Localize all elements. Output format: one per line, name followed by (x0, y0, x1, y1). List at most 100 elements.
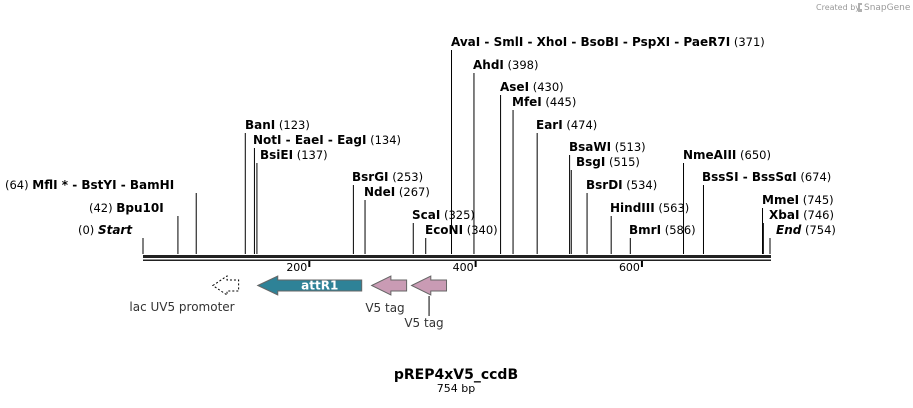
site-label: HindIII (563) (610, 201, 689, 215)
site-label: BsiEI (137) (260, 148, 328, 162)
enzyme-name: EagI (337, 133, 366, 147)
site-position: (340) (467, 223, 498, 237)
site-label: NdeI (267) (364, 185, 430, 199)
enzyme-name: MmeI (762, 193, 799, 207)
scale-tick-label: 400 (453, 261, 474, 274)
enzyme-name: BssSαI (752, 170, 797, 184)
snapgene-logo-icon (858, 3, 862, 12)
site-label: BssSI - BssSαI (674) (702, 170, 831, 184)
feature-arrow (211, 275, 240, 296)
enzyme-name: BsgI (576, 155, 605, 169)
site-position: (134) (370, 133, 401, 147)
map-title: pREP4xV5_ccdB (394, 367, 518, 383)
enzyme-name: PspXI (632, 35, 670, 49)
enzyme-name: BsrDI (586, 178, 623, 192)
credit-text: Created by (816, 3, 860, 12)
site-label: BsaWI (513) (569, 140, 646, 154)
enzyme-name: BsaWI (569, 140, 611, 154)
site-position: (563) (658, 201, 689, 215)
enzyme-name: BssSI (702, 170, 739, 184)
site-label: MfeI (445) (512, 95, 576, 109)
enzyme-name: MflI * (32, 178, 68, 192)
enzyme-name: BmrI (629, 223, 661, 237)
enzyme-name: EaeI (295, 133, 324, 147)
site-position: (253) (392, 170, 423, 184)
site-label: End (754) (776, 223, 836, 237)
site-label: AhdI (398) (473, 58, 538, 72)
enzyme-name: NdeI (364, 185, 395, 199)
enzyme-name: ScaI (412, 208, 440, 222)
map-length: 754 bp (437, 382, 475, 395)
site-label: XbaI (746) (769, 208, 834, 222)
scale-tick-label: 600 (619, 261, 640, 274)
site-label: EcoNI (340) (425, 223, 498, 237)
enzyme-name: BsrGI (352, 170, 389, 184)
site-position: (137) (297, 148, 328, 162)
site-position: (650) (740, 148, 771, 162)
scale-tick-label: 200 (286, 261, 307, 274)
enzyme-name: PaeR7I (683, 35, 730, 49)
site-position: (674) (800, 170, 831, 184)
site-position: (474) (566, 118, 597, 132)
feature-label: V5 tag (365, 301, 404, 315)
enzyme-name: NotI (253, 133, 282, 147)
enzyme-name: BstYI (81, 178, 116, 192)
site-label: AvaI - SmlI - XhoI - BsoBI - PspXI - Pae… (451, 35, 765, 49)
site-label: (64) MflI * - BstYI - BamHI (5, 178, 174, 192)
enzyme-name: BsoBI (581, 35, 619, 49)
restriction-sites: (0) Start (42) Bpu10I (64) MflI * - BstYI … (5, 35, 836, 254)
enzyme-name: XbaI (769, 208, 799, 222)
site-label: MmeI (745) (762, 193, 834, 207)
site-position: (398) (508, 58, 539, 72)
site-label: EarI (474) (536, 118, 597, 132)
enzyme-name: AvaI (451, 35, 480, 49)
enzyme-name: MfeI (512, 95, 542, 109)
site-position: (371) (734, 35, 765, 49)
site-position: (445) (545, 95, 576, 109)
site-label: BsrGI (253) (352, 170, 423, 184)
site-label: BsrDI (534) (586, 178, 657, 192)
enzyme-name: End (776, 223, 802, 237)
feature-arrow (370, 275, 408, 296)
enzyme-name: Bpu10I (116, 201, 163, 215)
feature-arrow (410, 275, 448, 296)
enzyme-name: BsiEI (260, 148, 293, 162)
credit-brand: SnapGene (864, 3, 911, 13)
site-position: (430) (533, 80, 564, 94)
site-position: (745) (803, 193, 834, 207)
site-position: (0) (78, 223, 94, 237)
feature-label: lac UV5 promoter (129, 300, 234, 314)
enzyme-name: EcoNI (425, 223, 463, 237)
site-position: (746) (803, 208, 834, 222)
enzyme-name: AseI (500, 80, 529, 94)
enzyme-name: BanI (245, 118, 275, 132)
site-label: BsgI (515) (576, 155, 640, 169)
site-position: (267) (399, 185, 430, 199)
feature-label: V5 tag (404, 316, 443, 330)
site-label: BanI (123) (245, 118, 310, 132)
feature-arrow (256, 275, 363, 296)
enzyme-name: SmlI (494, 35, 524, 49)
scale-ticks: 200 400 600 (286, 261, 643, 274)
enzyme-name: XhoI (537, 35, 568, 49)
site-position: (64) (5, 178, 29, 192)
site-label: AseI (430) (500, 80, 564, 94)
site-label: (0) Start (78, 223, 133, 237)
enzyme-name: AhdI (473, 58, 504, 72)
site-label: NotI - EaeI - EagI (134) (253, 133, 401, 147)
site-label: NmeAIII (650) (683, 148, 771, 162)
site-position: (513) (615, 140, 646, 154)
feature-label: attR1 (301, 279, 338, 293)
site-label: (42) Bpu10I (89, 201, 164, 215)
site-position: (534) (626, 178, 657, 192)
enzyme-name: BamHI (130, 178, 174, 192)
enzyme-name: HindIII (610, 201, 655, 215)
site-position: (42) (89, 201, 113, 215)
site-position: (586) (665, 223, 696, 237)
enzyme-name: EarI (536, 118, 563, 132)
site-position: (325) (444, 208, 475, 222)
site-position: (123) (279, 118, 310, 132)
enzyme-name: NmeAIII (683, 148, 736, 162)
